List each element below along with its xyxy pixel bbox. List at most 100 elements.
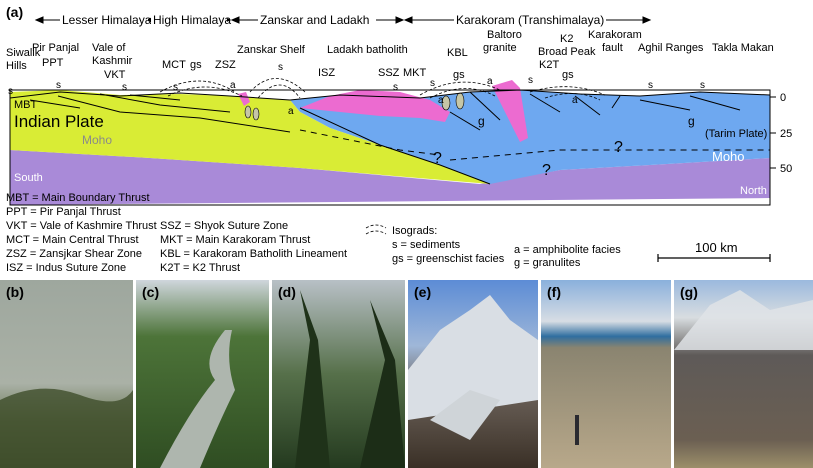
legend-isograd-s: s = sediments (392, 239, 461, 251)
legend-mkt: MKT = Main Karakoram Thrust (160, 234, 310, 246)
label-karakoram-fault-1: Karakoram (588, 29, 642, 41)
legend-amphibolite: a = amphibolite facies (514, 244, 621, 256)
svg-text:s: s (393, 82, 398, 93)
depth-50: 50 (780, 163, 792, 175)
panel-a-label: (a) (6, 4, 23, 20)
scale-bar: 100 km (657, 240, 771, 262)
label-siwalik-2: Hills (6, 60, 27, 72)
unknown-1: ? (433, 150, 442, 167)
label-baltoro-2: granite (483, 42, 517, 54)
label-moho-left: Moho (82, 133, 112, 147)
region-lesser-himalaya: Lesser Himalaya (62, 13, 152, 27)
label-karakoram-fault-2: fault (602, 42, 623, 54)
label-zanskar-shelf: Zanskar Shelf (237, 44, 306, 56)
cross-section (9, 80, 771, 206)
legend-granulites: g = granulites (514, 257, 581, 269)
svg-text:s: s (430, 78, 435, 89)
photo-d-label: (d) (278, 284, 296, 300)
photo-g-label: (g) (680, 284, 698, 300)
region-karakoram: Karakoram (Transhimalaya) (456, 13, 604, 27)
legend-kbl: KBL = Karakoram Batholith Lineament (160, 248, 347, 260)
label-pir-panjal: Pir Panjal (32, 42, 79, 54)
photo-c: (c) (136, 280, 269, 468)
legend-ppt: PPT = Pir Panjal Thrust (6, 206, 121, 218)
svg-text:100 km: 100 km (695, 240, 738, 255)
label-vkt: VKT (104, 69, 126, 81)
legend-zsz: ZSZ = Zansjkar Shear Zone (6, 248, 142, 260)
label-ssz: SSZ (378, 67, 400, 79)
photo-d: (d) (272, 280, 405, 468)
label-north: North (740, 185, 767, 197)
photo-b-label: (b) (6, 284, 24, 300)
unknown-3: ? (614, 139, 623, 156)
photo-f: (f) (541, 280, 671, 468)
label-k2-1: K2 (560, 33, 573, 45)
svg-text:s: s (122, 82, 127, 93)
region-zanskar-ladakh: Zanskar and Ladakh (260, 13, 369, 27)
label-gs2: gs (453, 69, 465, 81)
depth-25: 25 (780, 128, 792, 140)
label-k2-2: Broad Peak (538, 46, 596, 58)
legend-vkt: VKT = Vale of Kashmire Thrust (6, 220, 157, 232)
legend-isz: ISZ = Indus Suture Zone (6, 262, 126, 274)
photo-e-label: (e) (414, 284, 431, 300)
label-ladakh: Ladakh batholith (327, 44, 408, 56)
label-takla: Takla Makan (712, 42, 774, 54)
legend-k2t: K2T = K2 Thrust (160, 262, 240, 274)
label-ppt: PPT (42, 57, 64, 69)
svg-text:a: a (288, 106, 294, 117)
svg-text:a: a (572, 95, 578, 106)
label-isz: ISZ (318, 67, 335, 79)
depth-0: 0 (780, 92, 786, 104)
indian-plate (10, 90, 490, 184)
photo-f-label: (f) (547, 284, 561, 300)
svg-text:s: s (648, 80, 653, 91)
svg-text:s: s (8, 86, 13, 97)
svg-text:g: g (688, 114, 695, 128)
label-mct: MCT (162, 59, 186, 71)
svg-text:g: g (478, 114, 485, 128)
label-mbt: MBT (14, 99, 38, 111)
fault-lines (9, 89, 771, 185)
svg-text:s: s (56, 80, 61, 91)
label-indian-plate: Indian Plate (14, 112, 104, 131)
label-aghil: Aghil Ranges (638, 42, 704, 54)
legend-ssz: SSZ = Shyok Suture Zone (160, 220, 288, 232)
depth-axis: 0 25 50 (770, 92, 792, 175)
label-baltoro-1: Baltoro (487, 29, 522, 41)
legend-mct: MCT = Main Central Thrust (6, 234, 139, 246)
isograd-symbol (365, 224, 387, 235)
photo-c-label: (c) (142, 284, 159, 300)
label-gs1: gs (190, 59, 202, 71)
svg-text:s: s (700, 80, 705, 91)
label-moho-right: Moho (712, 149, 745, 164)
region-high-himalaya: High Himalaya (153, 13, 231, 27)
svg-text:a: a (438, 95, 444, 106)
baltoro-granite (492, 80, 528, 142)
svg-text:s: s (278, 62, 283, 73)
label-vale-2: Kashmir (92, 55, 133, 67)
label-vale-1: Vale of (92, 42, 126, 54)
svg-text:a: a (487, 76, 493, 87)
label-mkt: MKT (403, 67, 427, 79)
photo-g: (g) (674, 280, 813, 468)
svg-text:s: s (173, 82, 178, 93)
legend-mbt: MBT = Main Boundary Thrust (6, 192, 150, 204)
svg-text:a: a (230, 80, 236, 91)
label-kbl: KBL (447, 47, 468, 59)
label-zsz: ZSZ (215, 59, 236, 71)
isograd-lines (159, 78, 606, 101)
label-siwalik-1: Siwalik (6, 47, 41, 59)
mantle-layer (10, 150, 770, 205)
unknown-2: ? (542, 162, 551, 179)
label-k2t: K2T (539, 59, 559, 71)
label-gs3: gs (562, 69, 574, 81)
photo-e: (e) (408, 280, 538, 468)
label-south: South (14, 172, 43, 184)
legend-isograds-title: Isograds: (392, 225, 437, 237)
photo-b: (b) (0, 280, 133, 468)
svg-text:s: s (528, 75, 533, 86)
legend-isograd-gs: gs = greenschist facies (392, 253, 505, 265)
label-tarim: (Tarim Plate) (705, 128, 767, 140)
